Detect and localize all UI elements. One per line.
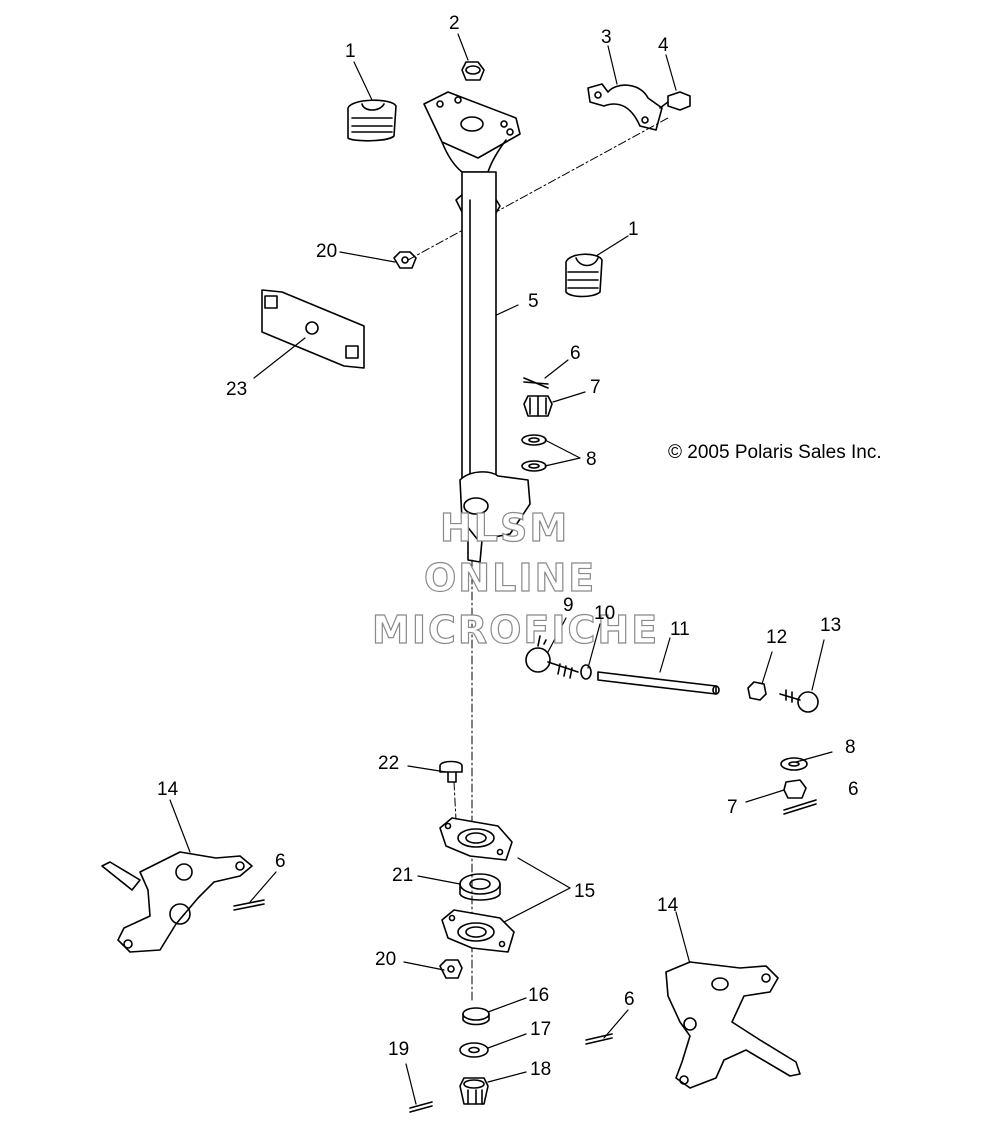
callout-2: 2 [449, 13, 460, 34]
callout-19: 19 [388, 1039, 410, 1060]
tie-rod-end-inner [525, 635, 579, 679]
washer-right [780, 757, 808, 771]
cotter-pin-upper [523, 377, 549, 389]
bushing-lower [565, 253, 603, 298]
callout-6-upper: 6 [570, 343, 581, 364]
callout-15: 15 [574, 881, 596, 902]
tie-rod-end-outer [779, 689, 819, 713]
tie-rod-nut [747, 681, 767, 701]
callout-4: 4 [658, 35, 669, 56]
watermark-line-3: MICROFICHE [371, 607, 660, 652]
callout-22: 22 [378, 753, 400, 774]
callout-1-lower: 1 [628, 219, 639, 240]
callout-5: 5 [528, 291, 539, 312]
callout-6-left: 6 [275, 851, 286, 872]
bearing [459, 873, 501, 901]
callout-13: 13 [820, 615, 842, 636]
callout-18: 18 [530, 1059, 552, 1080]
mounting-plate [261, 289, 365, 369]
jam-nut [580, 664, 592, 680]
flange-nut-lower [439, 959, 463, 979]
bolt [659, 91, 691, 111]
callout-20-upper: 20 [316, 241, 338, 262]
bearing-housing-lower [441, 909, 515, 953]
bearing-housing-upper [439, 817, 513, 861]
callout-1-upper: 1 [345, 41, 356, 62]
cotter-pin-right [783, 799, 817, 815]
callout-7-upper: 7 [590, 377, 601, 398]
pivot-bolt [439, 760, 463, 783]
callout-12: 12 [766, 627, 788, 648]
clamp-bracket [587, 83, 663, 131]
cotter-pin-lower [409, 1101, 433, 1113]
spacer [462, 1007, 490, 1026]
watermark-line-2: ONLINE [423, 555, 597, 600]
tie-rod [597, 671, 720, 695]
callout-10: 10 [594, 603, 616, 624]
callout-11: 11 [670, 619, 690, 640]
callout-8-upper: 8 [586, 449, 597, 470]
castle-nut-right [783, 779, 807, 799]
flange-nut-upper [393, 251, 417, 269]
callout-9: 9 [563, 595, 574, 616]
cotter-pin-right-spindle [585, 1033, 613, 1045]
washers-upper [521, 434, 547, 472]
washer-lower [459, 1042, 489, 1058]
copyright-notice: © 2005 Polaris Sales Inc. [668, 442, 882, 463]
castle-nut-lower [459, 1077, 489, 1105]
watermark-line-1: HLSM [439, 505, 570, 550]
callout-8-right: 8 [845, 737, 856, 758]
callout-3: 3 [601, 27, 612, 48]
castle-nut-upper [523, 395, 553, 417]
callout-23: 23 [226, 379, 248, 400]
callout-21: 21 [392, 865, 414, 886]
callout-7-right: 7 [727, 797, 738, 818]
spindle-right [665, 961, 801, 1089]
callout-20-lower: 20 [375, 949, 397, 970]
callout-14-left: 14 [157, 779, 179, 800]
bushing-upper [347, 99, 397, 142]
spindle-left [101, 851, 253, 953]
leader-lines [169, 33, 833, 1105]
callout-14-right: 14 [657, 895, 679, 916]
callout-6-lower: 6 [624, 989, 635, 1010]
cotter-pin-left-spindle [233, 899, 265, 911]
callout-17: 17 [530, 1019, 552, 1040]
callout-6-right: 6 [848, 779, 859, 800]
steering-post [423, 91, 531, 563]
top-nut [461, 61, 485, 81]
center-lines [407, 117, 669, 1001]
callout-16: 16 [528, 985, 550, 1006]
